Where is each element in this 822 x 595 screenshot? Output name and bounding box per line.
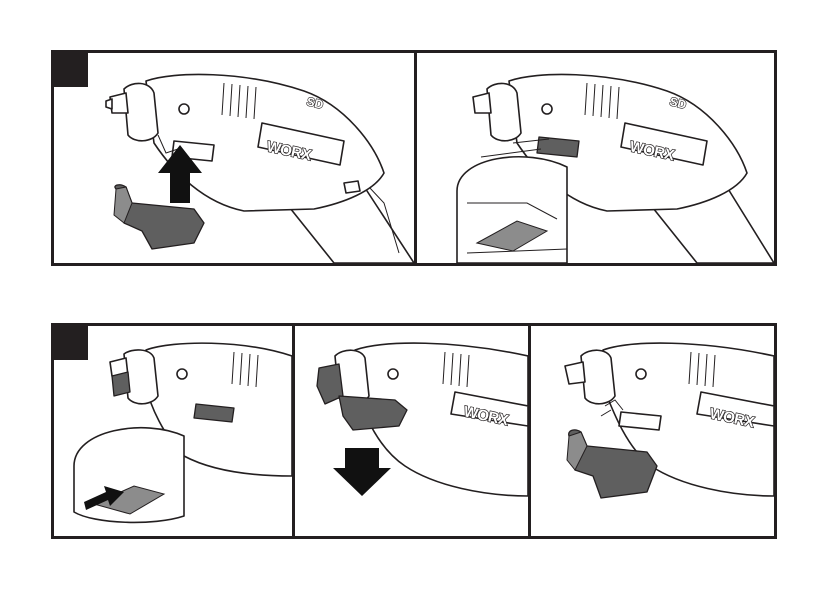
screwdriver-installed-drawing: WORX SD: [417, 53, 774, 263]
panel-pull-down: WORX: [295, 326, 528, 536]
screwdriver-install-drawing: WORX SD: [54, 53, 414, 263]
step-1-illustration-row: WORX SD WORX SD: [51, 50, 777, 266]
panel-install-holder: WORX SD: [54, 53, 414, 263]
screwdriver-release-drawing: [54, 326, 292, 536]
screwdriver-removed-drawing: WORX: [531, 326, 774, 536]
screwdriver-pull-drawing: WORX: [295, 326, 528, 536]
panel-holder-installed: WORX SD: [417, 53, 774, 263]
panel-holder-removed: WORX: [531, 326, 774, 536]
panel-press-release: [54, 326, 292, 536]
down-arrow-icon: [333, 448, 391, 496]
step-2-illustration-row: WORX WORX: [51, 323, 777, 539]
